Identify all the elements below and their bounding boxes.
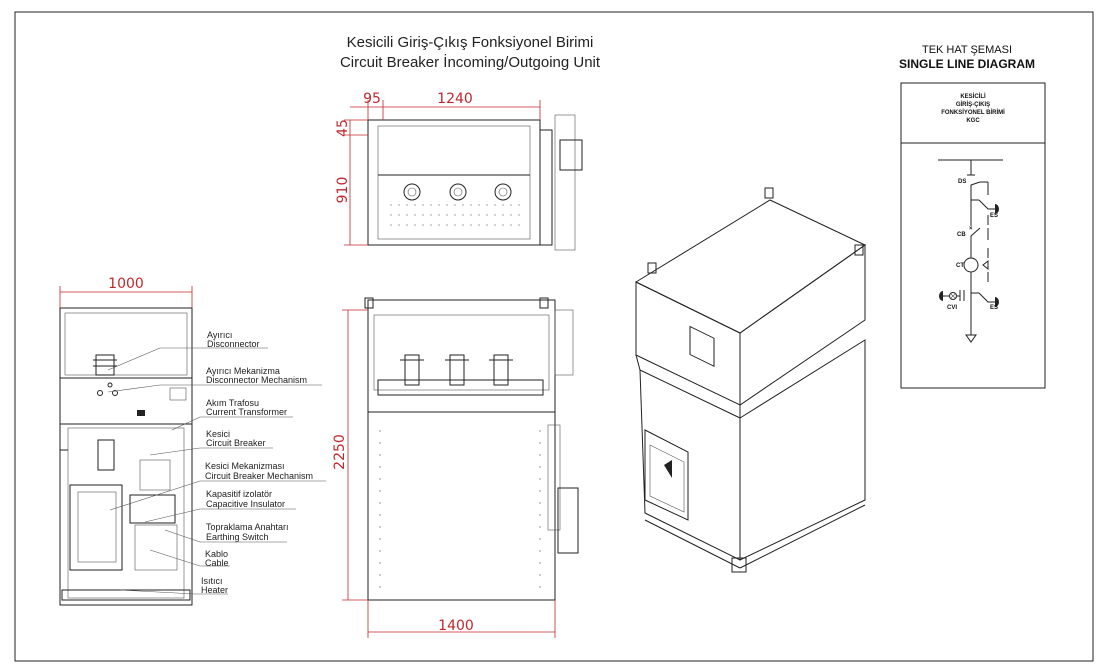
label-disconnector-tr: Ayırıcı xyxy=(207,330,232,340)
sld-heading-en: SINGLE LINE DIAGRAM xyxy=(899,57,1035,71)
sld-label-cvi: CVI xyxy=(947,305,957,311)
label-disconnector-en: Disconnector xyxy=(207,339,260,349)
label-earthing-tr: Topraklama Anahtarı xyxy=(206,522,289,532)
dim-1000: 1000 xyxy=(108,276,144,292)
label-cb-en: Circuit Breaker xyxy=(206,438,266,448)
drawing-border xyxy=(14,11,1094,662)
dim-1400: 1400 xyxy=(438,618,474,634)
label-heater-tr: Isıtıcı xyxy=(201,576,223,586)
svg-text:×: × xyxy=(969,226,973,232)
front-view-dimension: 1000 xyxy=(59,276,193,308)
dim-2250: 2250 xyxy=(332,434,348,470)
sld-box-title-3: FONKSİYONEL BİRİMİ xyxy=(941,109,1005,116)
label-insulator-en: Capacitive Insulator xyxy=(206,499,285,509)
sld-label-ct: CT xyxy=(956,263,964,269)
label-insulator-tr: Kapasitif izolatör xyxy=(206,489,272,499)
dim-910: 910 xyxy=(335,177,351,204)
side-section-view xyxy=(364,297,579,601)
sld-box-title-4: KGC xyxy=(966,118,980,124)
label-cable-tr: Kablo xyxy=(205,549,228,559)
title-tr: Kesicili Giriş-Çıkış Fonksiyonel Birimi xyxy=(347,34,594,51)
label-ct-en: Current Transformer xyxy=(206,407,287,417)
sld-box-title-1: KESİCİLİ xyxy=(960,93,986,100)
sld-label-es2: ES xyxy=(990,305,998,311)
sld-label-cb: CB xyxy=(957,232,966,238)
front-section-view xyxy=(59,307,193,606)
top-view xyxy=(367,114,583,251)
dim-45: 45 xyxy=(335,119,351,137)
title-en: Circuit Breaker İncoming/Outgoing Unit xyxy=(340,53,601,71)
single-line-diagram: KESİCİLİ GİRİŞ-ÇIKIŞ FONKSİYONEL BİRİMİ … xyxy=(900,82,1046,389)
side-view-dimensions: 2250 1400 xyxy=(332,309,556,638)
sld-label-es1: ES xyxy=(990,213,998,219)
sld-heading-tr: TEK HAT ŞEMASI xyxy=(922,44,1012,56)
sld-label-ds: DS xyxy=(958,179,966,185)
component-callouts: Ayırıcı Disconnector Ayırıcı Mekanizma D… xyxy=(107,330,326,595)
label-cb-tr: Kesici xyxy=(206,429,230,439)
dim-95: 95 xyxy=(363,91,381,107)
dim-1240: 1240 xyxy=(437,91,473,107)
label-cb-mech-tr: Kesici Mekanizması xyxy=(205,461,285,471)
label-disconnector-mech-en: Disconnector Mechanism xyxy=(206,375,307,385)
label-cable-en: Cable xyxy=(205,558,229,568)
label-heater-en: Heater xyxy=(201,585,228,595)
sld-box-title-2: GİRİŞ-ÇIKIŞ xyxy=(956,101,990,108)
label-earthing-en: Earthing Switch xyxy=(206,532,269,542)
label-cb-mech-en: Circuit Breaker Mechanism xyxy=(205,471,313,481)
label-disconnector-mech-tr: Ayırıcı Mekanizma xyxy=(206,366,280,376)
top-view-dimensions: 95 1240 45 910 xyxy=(335,91,541,246)
label-ct-tr: Akım Trafosu xyxy=(206,398,259,408)
isometric-view xyxy=(634,187,866,573)
